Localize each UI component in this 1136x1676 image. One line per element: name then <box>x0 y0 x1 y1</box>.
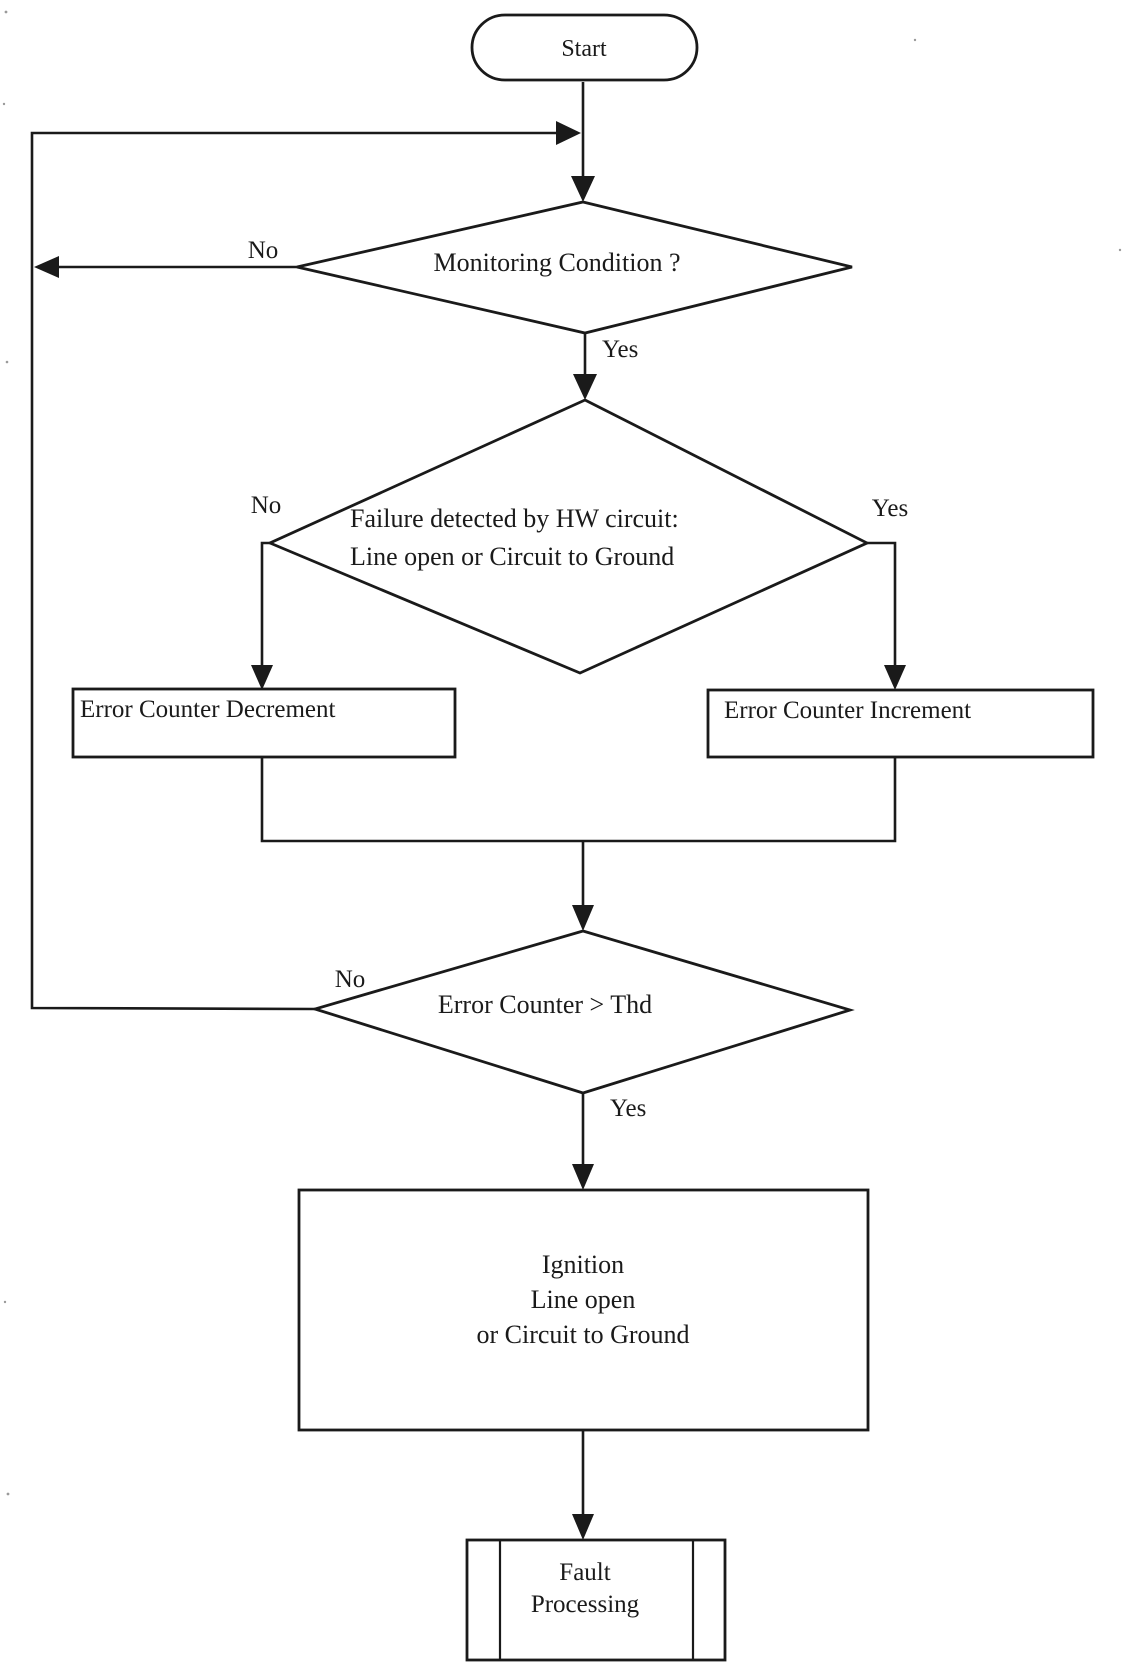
ignition-label-line2: Line open <box>531 1285 636 1314</box>
scan-speck <box>1118 248 1122 252</box>
edge-label-yes: Yes <box>610 1095 646 1122</box>
arrowhead-down-icon <box>571 176 595 202</box>
edge-label-yes: Yes <box>872 495 908 522</box>
edge-label-no: No <box>248 237 279 264</box>
edge-failure-yes: Yes <box>867 495 908 690</box>
scan-speck <box>2 102 6 106</box>
failure-label-line2: Line open or Circuit to Ground <box>350 542 674 571</box>
edge-start-to-monitoring <box>571 82 595 202</box>
edge-monitoring-no: No <box>34 237 297 278</box>
node-fault-processing: Fault Processing <box>465 1538 727 1662</box>
edge-failure-no: No <box>251 492 282 690</box>
monitoring-decision-shape <box>296 200 853 335</box>
fault-label-line1: Fault <box>559 1559 610 1586</box>
node-error-counter-decrement: Error Counter Decrement <box>71 687 457 759</box>
edge-label-no: No <box>251 492 282 519</box>
threshold-label: Error Counter > Thd <box>438 990 652 1019</box>
arrowhead-down-icon <box>572 1164 594 1190</box>
edge-threshold-no-label: No <box>335 966 366 993</box>
ignition-label-line3: or Circuit to Ground <box>476 1320 689 1349</box>
scan-speck <box>3 1300 7 1304</box>
node-error-counter-increment: Error Counter Increment <box>706 688 1095 759</box>
edge-ignition-to-fault <box>572 1430 594 1540</box>
start-terminator-shape <box>470 13 699 82</box>
arrowhead-down-icon <box>572 905 594 931</box>
arrowhead-loop-right-icon <box>556 121 581 145</box>
arrowhead-left-icon <box>34 256 59 278</box>
node-failure-detected: Failure detected by HW circuit: Line ope… <box>266 398 871 675</box>
scan-speck <box>6 1492 10 1496</box>
fault-predefined-process-shape <box>465 1538 727 1662</box>
edge-loop-return <box>30 121 581 1011</box>
arrowhead-down-icon <box>572 1514 594 1540</box>
edge-merge-to-threshold <box>260 757 897 931</box>
edge-line <box>867 541 897 667</box>
ignition-label-line1: Ignition <box>542 1250 624 1279</box>
failure-label-line1: Failure detected by HW circuit: <box>350 504 679 533</box>
edge-monitoring-yes: Yes <box>573 333 638 400</box>
fault-label-line2: Processing <box>531 1591 640 1618</box>
decrement-label: Error Counter Decrement <box>80 696 335 723</box>
edge-line <box>260 541 270 667</box>
edge-label-yes: Yes <box>602 336 638 363</box>
scan-speck <box>4 10 8 14</box>
loop-rail-line <box>30 131 556 1011</box>
ignition-process-shape <box>297 1188 870 1432</box>
arrowhead-down-icon <box>573 374 597 400</box>
decrement-process-shape <box>71 687 457 759</box>
increment-process-shape <box>706 688 1095 759</box>
scan-speck <box>5 360 9 364</box>
merge-line <box>260 757 897 843</box>
monitoring-label: Monitoring Condition ? <box>434 248 681 277</box>
node-start: Start <box>470 13 699 82</box>
threshold-decision-shape <box>310 929 855 1095</box>
increment-label: Error Counter Increment <box>724 697 971 724</box>
arrowhead-down-icon <box>884 665 906 690</box>
node-error-counter-threshold: Error Counter > Thd <box>310 929 855 1095</box>
scan-speck <box>913 38 917 42</box>
arrowhead-down-icon <box>251 665 273 690</box>
edge-threshold-yes: Yes <box>572 1093 646 1190</box>
node-monitoring-condition: Monitoring Condition ? <box>296 200 853 335</box>
node-ignition: Ignition Line open or Circuit to Ground <box>297 1188 870 1432</box>
scan-noise <box>2 10 1122 1496</box>
start-label: Start <box>561 36 607 62</box>
failure-decision-shape <box>266 398 871 675</box>
edge-label-no: No <box>335 966 366 993</box>
